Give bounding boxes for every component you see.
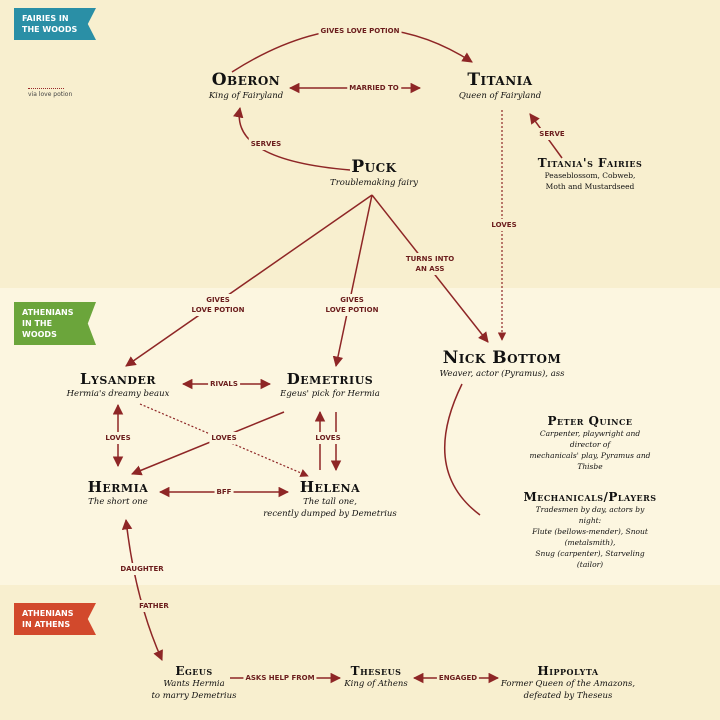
legend-label: via love potion — [28, 91, 73, 98]
dotted-line-icon — [28, 88, 64, 89]
label-gives-love-potion-demetrius: Gives love potion — [323, 294, 381, 316]
label-loves-cross: Loves — [209, 432, 239, 444]
node-titania: Titania Queen of Fairyland — [459, 70, 541, 102]
hermia-sub: The short one — [88, 497, 148, 507]
peter-quince-sub: Carpenter, playwright and director of me… — [529, 429, 651, 471]
fairies-band — [0, 0, 720, 288]
lysander-sub: Hermia's dreamy beaux — [66, 389, 170, 399]
hippolyta-name: Hippolyta — [537, 664, 599, 678]
oberon-sub: King of Fairyland — [208, 91, 284, 101]
node-demetrius: Demetrius Egeus' pick for Hermia — [280, 370, 380, 400]
theseus-sub: King of Athens — [344, 679, 408, 689]
edge-bottom-mechanicals — [444, 383, 481, 516]
titania-sub: Queen of Fairyland — [458, 91, 542, 101]
helena-sub: The tall one, recently dumped by Demetri… — [263, 497, 397, 519]
node-oberon: Oberon King of Fairyland — [209, 70, 283, 102]
mechanicals-name: Mechanicals/Players — [523, 490, 657, 504]
demetrius-name: Demetrius — [286, 370, 374, 388]
label-gives-love-potion-top: Gives love potion — [318, 25, 402, 37]
label-bff: BFF — [214, 486, 234, 498]
puck-sub: Troublemaking fairy — [330, 178, 418, 188]
theseus-name: Theseus — [350, 664, 402, 678]
puck-name: Puck — [351, 157, 397, 177]
node-puck: Puck Troublemaking fairy — [330, 157, 418, 189]
edge-egeus-hermia — [121, 518, 163, 661]
label-serves: Serves — [248, 138, 284, 150]
titanias-fairies-name: Titania's Fairies — [537, 156, 643, 170]
hippolyta-sub: Former Queen of the Amazons, defeated by… — [500, 679, 636, 701]
label-gives-love-potion-lysander: Gives love potion — [189, 294, 247, 316]
section-tag-fairies: Fairies in the Woods — [14, 8, 96, 40]
label-loves-left: Loves — [103, 432, 133, 444]
oberon-name: Oberon — [211, 70, 281, 90]
edge-lysander-loves-helena-potion — [139, 403, 309, 477]
section-tag-athenians-woods: Athenians in the Woods — [14, 302, 96, 345]
demetrius-sub: Egeus' pick for Hermia — [280, 389, 380, 399]
section-tag-athenians-athens: Athenians in Athens — [14, 603, 96, 635]
label-daughter: Daughter — [118, 563, 166, 575]
label-father: Father — [137, 600, 171, 612]
label-loves-right: Loves — [313, 432, 343, 444]
label-engaged: Engaged — [436, 672, 480, 684]
mechanicals-sub: Tradesmen by day, actors by night: Flute… — [532, 505, 648, 569]
nick-bottom-name: Nick Bottom — [442, 348, 562, 368]
label-serve: Serve — [537, 128, 567, 140]
egeus-name: Egeus — [175, 664, 213, 678]
node-lysander: Lysander Hermia's dreamy beaux — [67, 370, 170, 400]
label-turns-into-ass: Turns into an ass — [403, 253, 457, 275]
edge-puck-gives-potion-lysander — [125, 194, 373, 367]
legend: via love potion — [28, 84, 72, 98]
node-hippolyta: Hippolyta Former Queen of the Amazons, d… — [501, 664, 635, 702]
peter-quince-name: Peter Quince — [547, 414, 633, 428]
node-titanias-fairies: Titania's Fairies Peaseblossom, Cobweb, … — [538, 156, 643, 192]
egeus-sub: Wants Hermia to marry Demetrius — [151, 679, 237, 701]
label-loves-titania: Loves — [489, 219, 519, 231]
titania-name: Titania — [467, 70, 533, 90]
node-nick-bottom: Nick Bottom Weaver, actor (Pyramus), ass — [439, 348, 564, 380]
node-hermia: Hermia The short one — [88, 478, 149, 508]
node-mechanicals: Mechanicals/Players Tradesmen by day, ac… — [523, 490, 656, 570]
athenians-athens-band — [0, 585, 720, 720]
node-helena: Helena The tall one, recently dumped by … — [263, 478, 397, 520]
label-married-to: Married to — [347, 82, 401, 94]
node-peter-quince: Peter Quince Carpenter, playwright and d… — [525, 414, 655, 472]
label-rivals: Rivals — [208, 378, 240, 390]
helena-name: Helena — [299, 478, 361, 496]
edge-demetrius-loves-hermia — [131, 411, 285, 476]
titanias-fairies-sub: Peaseblossom, Cobweb, Moth and Mustardse… — [544, 171, 636, 191]
lysander-name: Lysander — [79, 370, 156, 388]
nick-bottom-sub: Weaver, actor (Pyramus), ass — [439, 369, 565, 379]
node-egeus: Egeus Wants Hermia to marry Demetrius — [152, 664, 237, 702]
hermia-name: Hermia — [87, 478, 149, 496]
label-asks-help-from: Asks help from — [243, 672, 317, 684]
node-theseus: Theseus King of Athens — [344, 664, 407, 690]
edge-puck-gives-potion-demetrius — [332, 194, 373, 368]
